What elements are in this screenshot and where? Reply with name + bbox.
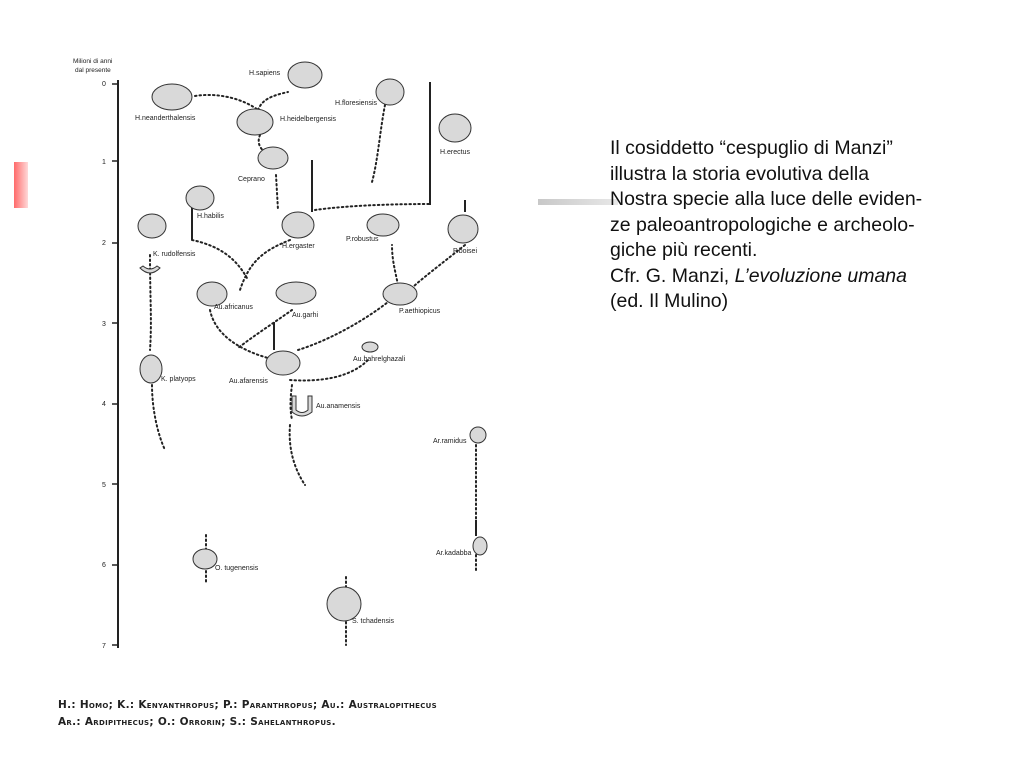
legend-line-2: Ar.: Ardipithecus; O.: Orrorin; S.: Sahe… — [58, 716, 336, 728]
citation-line: Cfr. G. Manzi, L’evoluzione umana — [610, 264, 1022, 290]
tick-label-4: 4 — [102, 401, 106, 408]
label-au-africanus: Au.africanus — [214, 304, 253, 311]
label-k-platyops: K. platyops — [161, 376, 196, 383]
genus-legend: H.: Homo; K.: Kenyanthropus; P.: Paranth… — [58, 697, 437, 731]
p-robustus-skull-icon — [366, 213, 400, 237]
au-afarensis-skull-icon — [265, 350, 301, 376]
tick-label-5: 5 — [102, 482, 106, 489]
label-h-heidelbergensis: H.heidelbergensis — [280, 116, 337, 123]
axis-title-line1: Milioni di anni — [73, 58, 112, 65]
label-au-afarensis: Au.afarensis — [229, 378, 268, 385]
ar-ramidus-tooth-icon — [469, 426, 487, 444]
ar-kadabba-tooth-icon — [472, 536, 488, 556]
k-rudolfensis-skull-icon — [137, 213, 167, 239]
au-garhi-skull-icon — [275, 281, 317, 305]
label-o-tugenensis: O. tugenensis — [215, 565, 259, 572]
au-africanus-skull-icon — [196, 281, 228, 307]
au-anamensis-jaw-icon — [291, 395, 313, 417]
h-heidelbergensis-skull-icon — [236, 108, 274, 136]
axis-title-line2: dal presente — [75, 67, 111, 74]
tick-label-0: 0 — [102, 81, 106, 88]
au-bahrelghazali-jaw-icon — [361, 341, 379, 353]
label-p-robustus: P.robustus — [346, 236, 379, 243]
label-k-rudolfensis: K. rudolfensis — [153, 251, 196, 258]
ceprano-skull-icon — [257, 146, 289, 170]
label-ar-ramidus: Ar.ramidus — [433, 438, 467, 445]
tick-label-1: 1 — [102, 159, 106, 166]
text-line-5: giche più recenti. — [610, 239, 758, 261]
tick-label-7: 7 — [102, 643, 106, 650]
label-au-anamensis: Au.anamensis — [316, 403, 361, 410]
text-line-4: ze paleoantropologiche e archeolo- — [610, 213, 915, 236]
red-accent-mark — [14, 162, 28, 208]
label-h-erectus: H.erectus — [440, 149, 470, 156]
label-h-habilis: H.habilis — [197, 213, 224, 220]
axis-ticks — [112, 83, 118, 646]
tick-label-6: 6 — [102, 562, 106, 569]
p-boisei-skull-icon — [447, 214, 479, 244]
tick-label-3: 3 — [102, 321, 106, 328]
s-tchadensis-skull-icon — [326, 586, 362, 622]
k-rudolfensis-jaw-icon — [139, 265, 161, 274]
label-h-ergaster: H.ergaster — [282, 243, 315, 250]
text-line-3: Nostra specie alla luce delle eviden- — [610, 188, 923, 210]
description-text: Il cosiddetto “cespuglio di Manzi” illus… — [610, 136, 1022, 315]
h-erectus-skull-icon — [438, 113, 472, 143]
tick-label-2: 2 — [102, 240, 106, 247]
h-ergaster-skull-icon — [281, 211, 315, 239]
label-p-aethiopicus: P.aethiopicus — [399, 308, 441, 315]
grey-divider-bar — [538, 199, 618, 205]
k-platyops-skull-icon — [139, 354, 163, 384]
label-s-tchadensis: S. tchadensis — [352, 618, 395, 625]
solid-range-bars — [191, 82, 477, 536]
text-line-1: Il cosiddetto “cespuglio di Manzi” — [610, 137, 893, 159]
label-ar-kadabba: Ar.kadabba — [436, 550, 472, 557]
label-h-floresiensis: H.floresiensis — [335, 100, 378, 107]
citation-prefix: Cfr. G. Manzi, — [610, 264, 735, 287]
book-title: L’evoluzione umana — [734, 264, 907, 287]
h-habilis-skull-icon — [185, 185, 215, 211]
label-au-bahrelghazali: Au.bahrelghazali — [353, 356, 406, 363]
text-line-2: illustra la storia evolutiva della — [610, 162, 870, 185]
p-aethiopicus-skull-icon — [382, 282, 418, 306]
publisher-line: (ed. Il Mulino) — [610, 290, 729, 312]
label-h-neanderthalensis: H.neanderthalensis — [135, 115, 196, 122]
label-p-boisei: P.boisei — [453, 248, 477, 255]
label-ceprano: Ceprano — [238, 176, 265, 183]
h-floresiensis-skull-icon — [375, 78, 405, 106]
label-au-garhi: Au.garhi — [292, 312, 319, 319]
h-sapiens-skull-icon — [287, 61, 323, 89]
o-tugenensis-bone-icon — [192, 548, 218, 570]
label-h-sapiens: H.sapiens — [249, 70, 281, 77]
h-neanderthalensis-skull-icon — [151, 83, 193, 111]
legend-line-1: H.: Homo; K.: Kenyanthropus; P.: Paranth… — [58, 699, 437, 711]
